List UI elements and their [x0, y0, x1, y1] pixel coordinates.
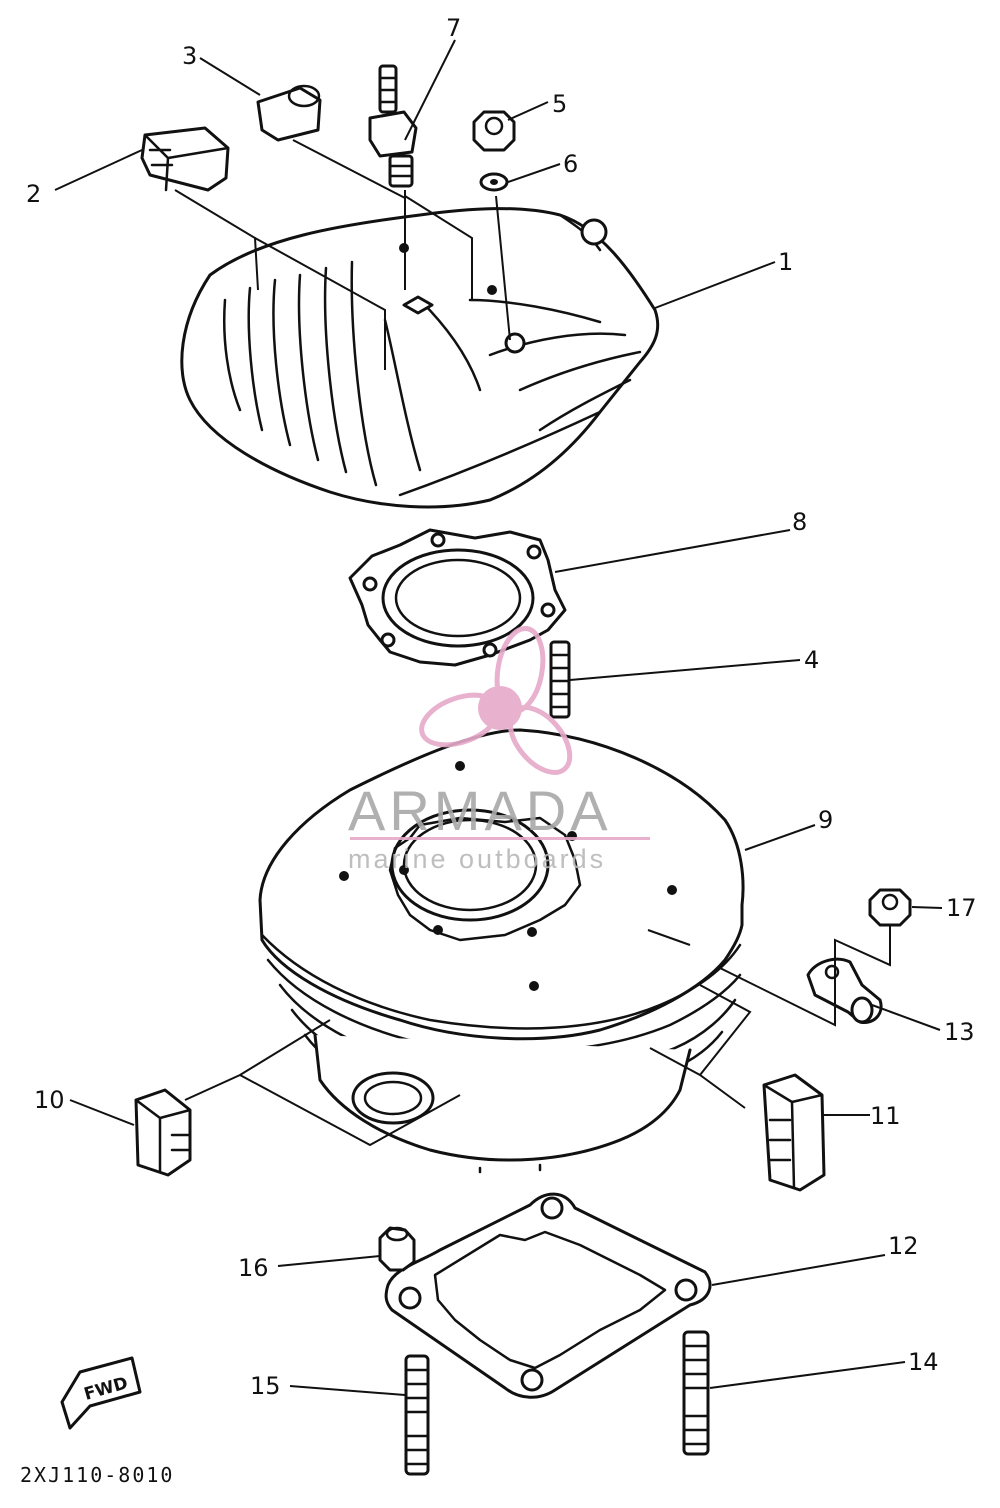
damper-10	[134, 1088, 192, 1177]
stud-bolt-upper	[549, 640, 571, 719]
stud-bolt-15	[404, 1354, 430, 1476]
damper-2	[140, 126, 230, 192]
dowel-pin-16	[378, 1226, 416, 1272]
callout-4: 4	[804, 646, 819, 674]
callout-labels: 1 2 3 4 5 6 7 8 9 10 11 12 13 14 15 16 1…	[26, 14, 977, 1400]
callout-3: 3	[182, 42, 197, 70]
callout-leaders	[54, 39, 943, 1396]
spark-plug	[368, 64, 418, 188]
watermark-title: ARMADA	[348, 779, 612, 842]
callout-1: 1	[778, 248, 793, 276]
base-gasket	[384, 1192, 712, 1399]
bracket-13	[806, 957, 883, 1025]
callout-7: 7	[446, 14, 461, 42]
callout-13: 13	[944, 1018, 975, 1046]
diagram-reference-code: 2XJ110-8010	[20, 1463, 174, 1487]
callout-10: 10	[34, 1086, 65, 1114]
callout-15: 15	[250, 1372, 281, 1400]
cylinder-head	[180, 207, 660, 509]
callout-11: 11	[870, 1102, 901, 1130]
callout-14: 14	[908, 1348, 939, 1376]
armada-watermark: ARMADA marine outboards	[348, 625, 650, 874]
callout-17: 17	[946, 894, 977, 922]
callout-16: 16	[238, 1254, 269, 1282]
callout-6: 6	[563, 150, 578, 178]
nut-17	[868, 888, 912, 927]
cap-3	[256, 84, 322, 142]
callout-8: 8	[792, 508, 807, 536]
propeller-logo-icon	[419, 625, 573, 775]
callout-9: 9	[818, 806, 833, 834]
callout-5: 5	[552, 90, 567, 118]
nut-5	[472, 110, 516, 152]
washer-6	[479, 172, 509, 192]
stud-bolt-14	[682, 1330, 710, 1456]
fwd-direction-arrow: FWD	[60, 1356, 142, 1430]
watermark-underline	[350, 837, 650, 840]
assembly-guide-lines	[174, 139, 891, 1147]
head-gasket	[348, 528, 567, 667]
damper-11	[762, 1073, 826, 1192]
callout-2: 2	[26, 180, 41, 208]
callout-12: 12	[888, 1232, 919, 1260]
watermark-subtitle: marine outboards	[348, 844, 606, 874]
